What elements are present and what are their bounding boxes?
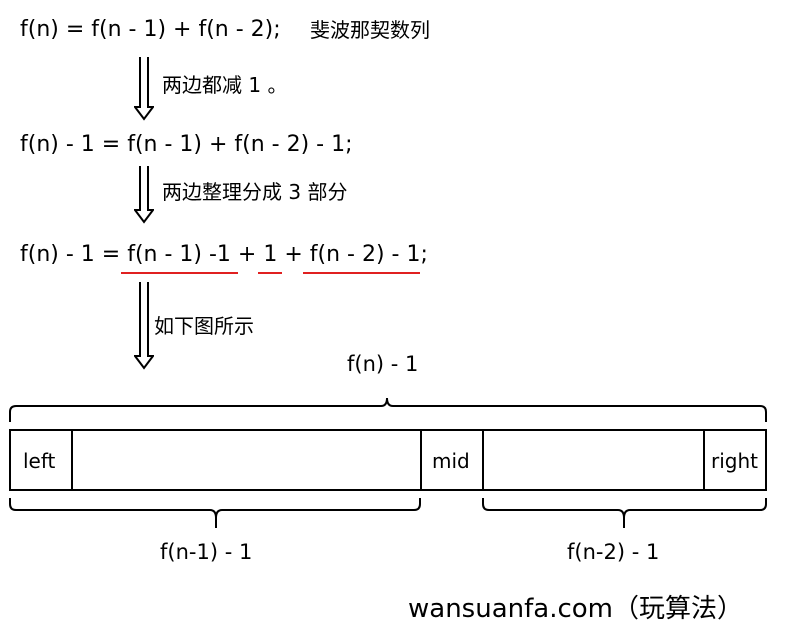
bottom-left-brace bbox=[9, 498, 421, 528]
top-brace-label: f(n) - 1 bbox=[347, 352, 419, 376]
equation-lhs: f(n) - 1 = bbox=[20, 242, 128, 267]
down-arrow-1 bbox=[134, 57, 154, 121]
fibonacci-note: 斐波那契数列 bbox=[310, 18, 430, 42]
equation-minus-one: f(n) - 1 = f(n - 1) + f(n - 2) - 1; bbox=[20, 132, 353, 157]
down-arrow-2 bbox=[134, 166, 154, 224]
equation-three-parts: f(n) - 1 = f(n - 1) -1 + 1 + f(n - 2) - … bbox=[20, 244, 428, 266]
plus-sign: + bbox=[230, 242, 264, 267]
part-f-n-1-minus-1: f(n - 1) -1 bbox=[127, 242, 231, 267]
array-outline-left bbox=[9, 429, 422, 491]
step2-note: 两边整理分成 3 部分 bbox=[162, 180, 348, 204]
semicolon: ; bbox=[420, 242, 428, 267]
cell-left-label: left bbox=[23, 449, 56, 473]
bottom-left-brace-label: f(n-1) - 1 bbox=[160, 540, 253, 564]
part-f-n-2-minus-1: f(n - 2) - 1 bbox=[309, 242, 421, 267]
bottom-right-brace-label: f(n-2) - 1 bbox=[567, 540, 660, 564]
bottom-right-brace bbox=[482, 498, 767, 528]
cell-right-label: right bbox=[711, 449, 758, 473]
step3-note: 如下图所示 bbox=[154, 314, 254, 338]
top-brace bbox=[9, 397, 767, 422]
watermark: wansuanfa.com（玩算法） bbox=[408, 594, 743, 624]
plus-sign: + bbox=[277, 242, 310, 267]
step1-note: 两边都减 1 。 bbox=[162, 73, 288, 97]
cell-mid-label: mid bbox=[432, 449, 470, 473]
part-one: 1 bbox=[263, 242, 278, 267]
array-outline-right bbox=[482, 429, 767, 491]
down-arrow-3 bbox=[134, 282, 154, 370]
equation-fibonacci: f(n) = f(n - 1) + f(n - 2); bbox=[20, 17, 281, 42]
